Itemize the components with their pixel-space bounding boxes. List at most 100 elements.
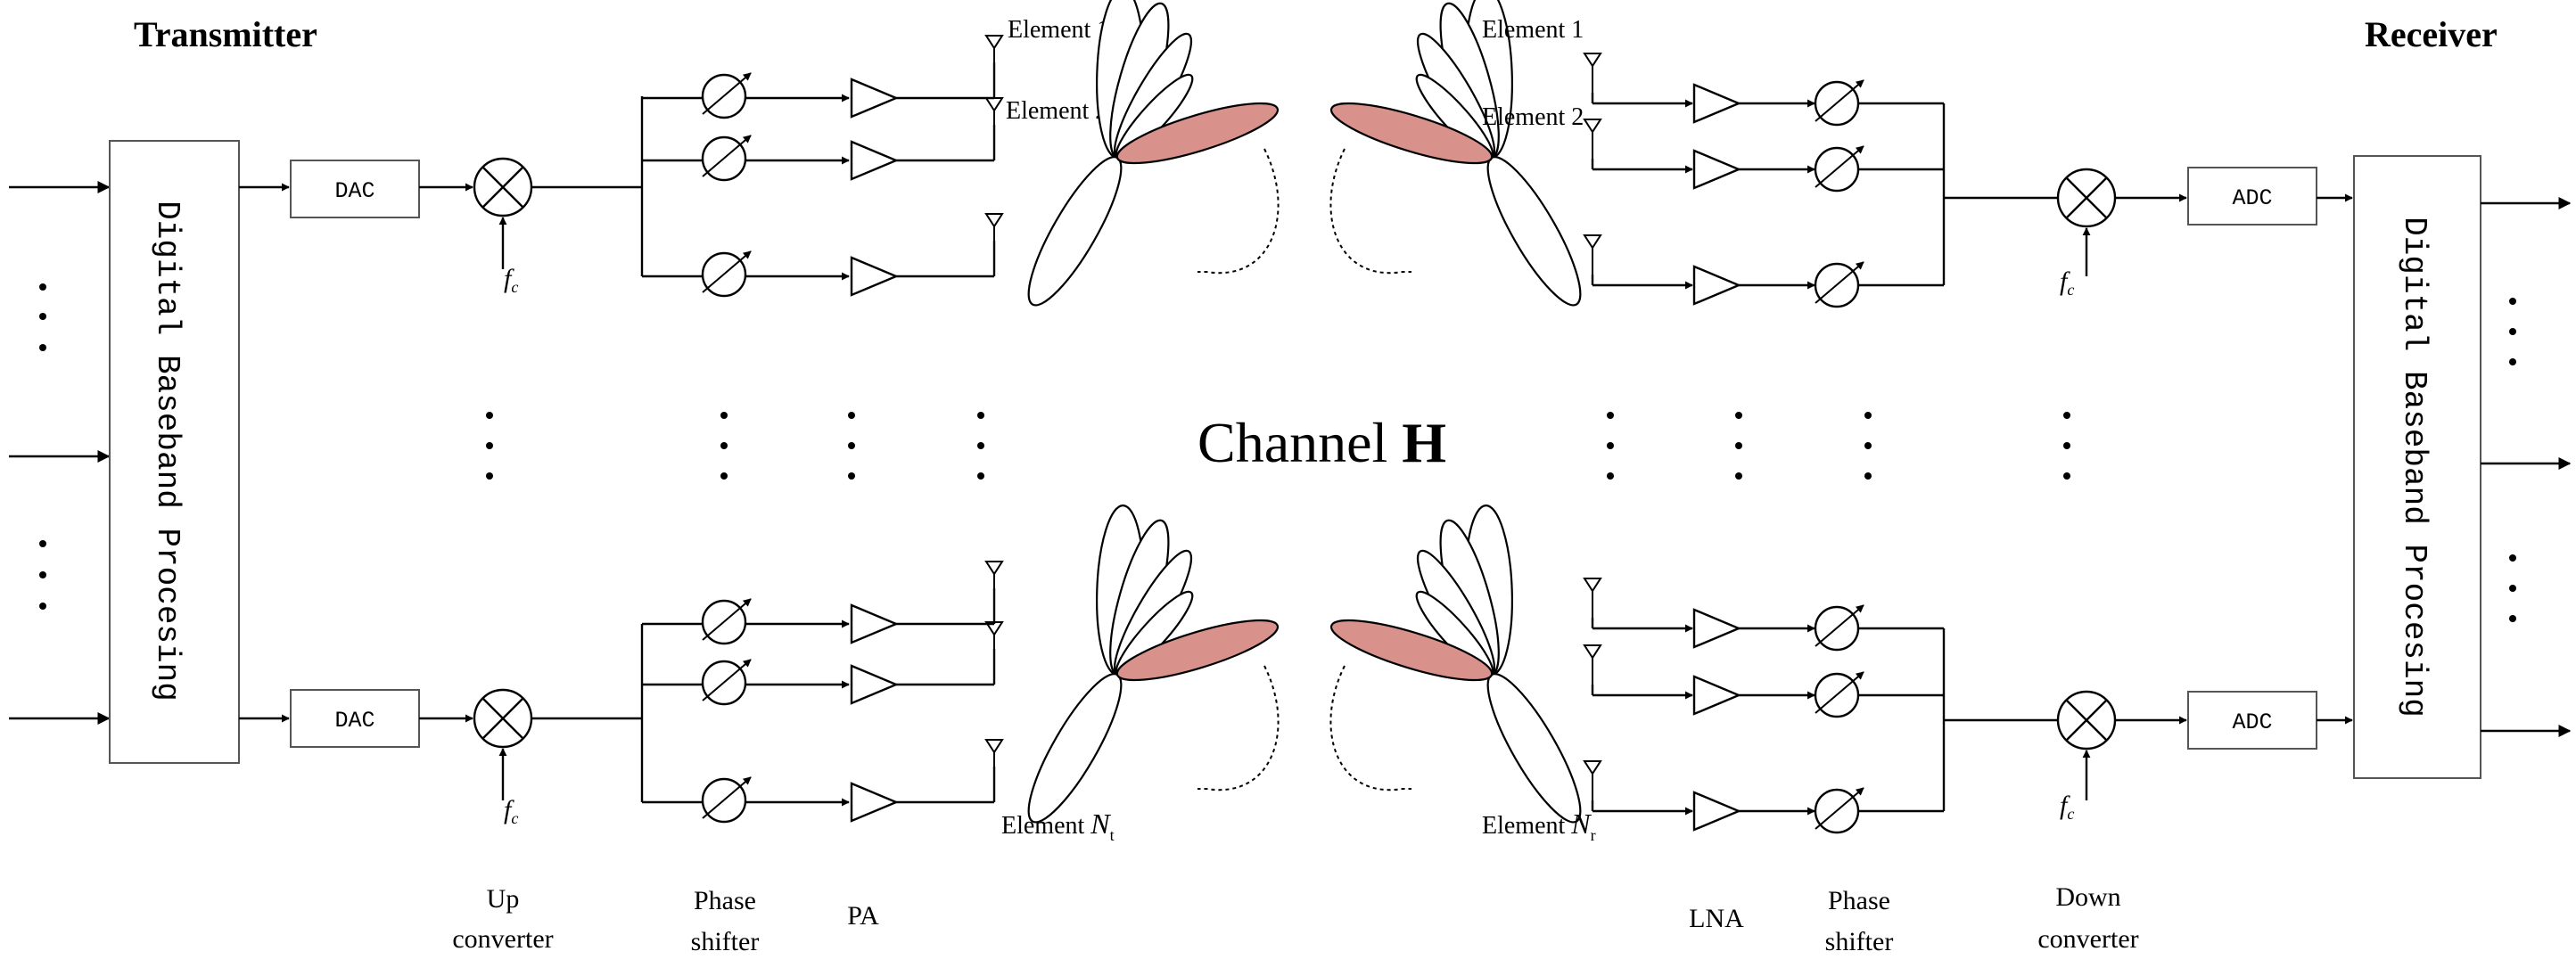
antenna-icon: [1583, 644, 1602, 685]
antenna-icon: [984, 561, 1004, 601]
antenna-icon: [1583, 578, 1602, 618]
side-lobe: [1027, 673, 1123, 824]
pa-amplifier-icon: [850, 603, 900, 644]
phase-shifter-icon: [1814, 671, 1864, 718]
antenna-icon: [984, 213, 1004, 253]
phase-shifter-icon: [1814, 79, 1864, 127]
pa-amplifier-icon: [850, 256, 900, 297]
up-converter-label-2: converter: [452, 924, 553, 954]
down-mixer-icon: [2056, 690, 2117, 750]
tx-rf-chain-n: DAC fc: [239, 688, 642, 827]
rx-branch-ellipsis: [1607, 412, 1872, 480]
transmitter-title: Transmitter: [134, 14, 317, 54]
antenna-icon: [1583, 119, 1602, 159]
fc-label: fc: [2060, 791, 2074, 823]
tx-phase-shifter-label-2: shifter: [691, 927, 760, 956]
pa-amplifier-icon: [850, 782, 900, 823]
tx-element-nt-label: Element Nt: [1001, 808, 1115, 844]
down-converter-label-2: converter: [2037, 924, 2138, 954]
tx-phase-shifter-label-1: Phase: [694, 886, 756, 915]
antenna-icon: [984, 739, 1004, 779]
dashed-pattern: [1197, 148, 1280, 275]
tx-branches: [642, 35, 1004, 824]
dashed-pattern: [1197, 665, 1280, 791]
rx-rf-chain-1: fc ADC: [1944, 167, 2353, 299]
pa-label: PA: [847, 901, 879, 931]
adc-label: ADC: [2232, 709, 2272, 735]
receiver-title: Receiver: [2365, 14, 2498, 54]
antenna-icon: [984, 621, 1004, 661]
fc-label: fc: [504, 795, 518, 827]
up-mixer-icon: [473, 157, 533, 217]
rx-chain-ellipsis: [2063, 412, 2070, 480]
dashed-pattern: [1329, 148, 1411, 275]
rx-beam-bottom: [1329, 504, 1582, 824]
lna-amplifier-icon: [1692, 791, 1742, 832]
pa-amplifier-icon: [850, 78, 900, 119]
phase-shifter-icon: [701, 135, 752, 182]
phase-shifter-icon: [701, 250, 752, 298]
tx-chain-ellipsis: [486, 412, 493, 480]
up-mixer-icon: [473, 688, 533, 749]
tx-rf-chain-1: DAC fc: [239, 157, 642, 296]
up-converter-label-1: Up: [487, 884, 520, 914]
adc-label: ADC: [2232, 185, 2272, 211]
main-lobe: [1329, 619, 1494, 682]
rx-beam-top: [1329, 0, 1582, 307]
channel-label: Channel H: [1197, 411, 1446, 474]
tx-baseband-label: Digital Baseband Procesing: [149, 201, 185, 701]
phase-shifter-icon: [701, 659, 752, 706]
lna-amplifier-icon: [1692, 265, 1742, 306]
dac-label: DAC: [334, 708, 374, 734]
phase-shifter-icon: [701, 72, 752, 119]
side-lobe: [1486, 156, 1582, 307]
rx-element-nr-label: Element Nr: [1482, 808, 1596, 844]
phase-shifter-icon: [1814, 261, 1864, 308]
rx-element-1-label: Element 1: [1482, 16, 1584, 44]
rx-baseband-label: Digital Baseband Procesing: [2396, 217, 2432, 718]
beam-patterns: [1027, 0, 1582, 824]
rx-phase-shifter-label-1: Phase: [1828, 886, 1890, 915]
antenna-icon: [1583, 53, 1602, 93]
down-converter-label-1: Down: [2055, 882, 2120, 912]
rx-output-streams: [2481, 197, 2572, 737]
pa-amplifier-icon: [850, 140, 900, 181]
tx-element-2-label: Element 2: [1006, 97, 1107, 125]
phase-shifter-icon: [1814, 145, 1864, 193]
rx-phase-shifter-label-2: shifter: [1825, 927, 1894, 956]
rx-branches: [1583, 53, 1944, 834]
lna-amplifier-icon: [1692, 675, 1742, 716]
tx-beam-top: [1027, 0, 1280, 307]
rx-element-2-label: Element 2: [1482, 103, 1584, 131]
tx-branch-ellipsis: [720, 412, 984, 480]
lna-amplifier-icon: [1692, 608, 1742, 649]
tx-input-streams: [9, 181, 111, 725]
lna-amplifier-icon: [1692, 83, 1742, 124]
antenna-icon: [1583, 234, 1602, 275]
phase-shifter-icon: [701, 598, 752, 645]
fc-label: fc: [2060, 267, 2074, 299]
phase-shifter-icon: [1814, 604, 1864, 652]
bottom-labels: Up converter Phase shifter PA LNA Phase …: [452, 882, 2138, 956]
phase-shifter-icon: [701, 776, 752, 824]
lna-amplifier-icon: [1692, 149, 1742, 190]
lna-label: LNA: [1689, 904, 1744, 933]
dac-box: [290, 160, 420, 218]
adc-box: [2187, 167, 2317, 226]
tx-element-1-label: Element 1: [1008, 16, 1109, 44]
main-lobe: [1115, 102, 1280, 165]
pa-amplifier-icon: [850, 664, 900, 705]
main-lobe: [1115, 619, 1280, 682]
side-lobe: [1027, 156, 1123, 307]
rx-baseband-box: [2353, 155, 2481, 779]
main-lobe: [1329, 102, 1494, 165]
dac-box: [290, 689, 420, 748]
rx-rf-chain-n: fc ADC: [1944, 690, 2353, 823]
antenna-icon: [984, 97, 1004, 137]
fc-label: fc: [504, 264, 518, 296]
tx-beam-bottom: [1027, 504, 1280, 824]
phase-shifter-icon: [1814, 787, 1864, 834]
down-mixer-icon: [2056, 168, 2117, 228]
antenna-icon: [984, 35, 1004, 75]
